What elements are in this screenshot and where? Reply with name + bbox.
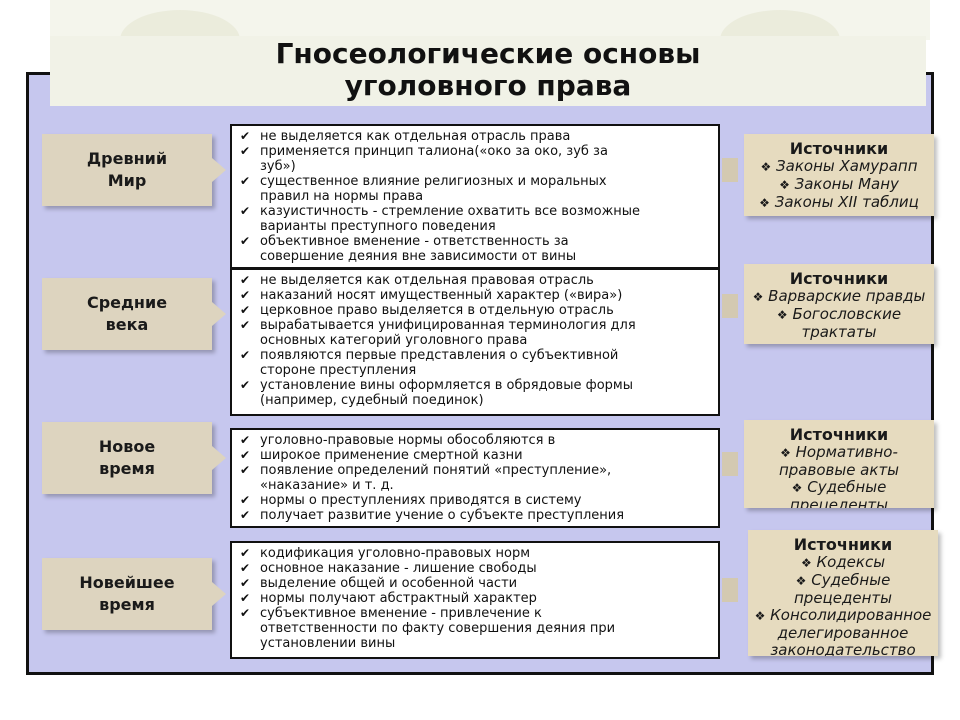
features-box-modern: ✔уголовно-правовые нормы обособляются в … bbox=[230, 428, 720, 528]
diamond-bullet-icon: ❖ bbox=[800, 556, 812, 570]
feature-item: ✔кодификация уголовно-правовых норм bbox=[240, 546, 531, 561]
era-box-middle-ages: Средние века bbox=[42, 278, 226, 350]
feature-item: ✔применяется принцип талиона(«око за око… bbox=[240, 144, 608, 174]
checkmark-icon: ✔ bbox=[240, 204, 251, 218]
checkmark-icon: ✔ bbox=[240, 576, 251, 590]
page-title-line1: Гносеологические основы bbox=[275, 37, 701, 70]
checkmark-icon: ✔ bbox=[240, 606, 251, 620]
checkmark-icon: ✔ bbox=[240, 174, 251, 188]
diamond-bullet-icon: ❖ bbox=[795, 574, 807, 588]
source-item: ❖ Консолидированное делегированное закон… bbox=[754, 606, 932, 657]
feature-item: ✔установление вины оформляется в обрядов… bbox=[240, 378, 633, 408]
era-label: Древний Мир bbox=[86, 149, 168, 190]
diamond-bullet-icon: ❖ bbox=[752, 290, 764, 304]
checkmark-icon: ✔ bbox=[240, 463, 251, 477]
checkmark-icon: ✔ bbox=[240, 303, 251, 317]
sources-title: Источники bbox=[789, 139, 889, 158]
checkmark-icon: ✔ bbox=[240, 234, 251, 248]
sources-title: Источники bbox=[789, 425, 889, 444]
source-item: ❖ Законы Хамурапп bbox=[760, 157, 918, 175]
feature-item: ✔широкое применение смертной казни bbox=[240, 448, 523, 463]
source-item: ❖ Судебные прецеденты bbox=[790, 478, 888, 509]
source-item: ❖ Кодексы bbox=[800, 553, 886, 571]
era-label: Новое время bbox=[98, 437, 156, 478]
checkmark-icon: ✔ bbox=[240, 273, 251, 287]
feature-item: ✔не выделяется как отдельная правовая от… bbox=[240, 273, 594, 288]
sources-title: Источники bbox=[789, 269, 889, 288]
source-item: ❖ Законы XII таблиц bbox=[759, 193, 919, 211]
connector-tab bbox=[722, 578, 738, 602]
checkmark-icon: ✔ bbox=[240, 129, 251, 143]
checkmark-icon: ✔ bbox=[240, 378, 251, 392]
diamond-bullet-icon: ❖ bbox=[776, 308, 788, 322]
checkmark-icon: ✔ bbox=[240, 591, 251, 605]
era-box-ancient: Древний Мир bbox=[42, 134, 226, 206]
feature-item: ✔церковное право выделяется в отдельную … bbox=[240, 303, 614, 318]
era-label: Новейшее время bbox=[79, 573, 175, 614]
checkmark-icon: ✔ bbox=[240, 288, 251, 302]
connector-tab bbox=[722, 452, 738, 476]
diamond-bullet-icon: ❖ bbox=[760, 160, 772, 174]
checkmark-icon: ✔ bbox=[240, 144, 251, 158]
feature-item: ✔появляются первые представления о субъе… bbox=[240, 348, 619, 378]
era-box-modern: Новое время bbox=[42, 422, 226, 494]
feature-item: ✔субъективное вменение - привлечение к о… bbox=[240, 606, 616, 651]
diamond-bullet-icon: ❖ bbox=[754, 609, 766, 623]
era-label: Средние века bbox=[86, 293, 168, 334]
feature-item: ✔казуистичность - стремление охватить вс… bbox=[240, 204, 641, 234]
checkmark-icon: ✔ bbox=[240, 493, 251, 507]
checkmark-icon: ✔ bbox=[240, 318, 251, 332]
sources-title: Источники bbox=[793, 535, 893, 554]
features-box-ancient: ✔не выделяется как отдельная отрасль пра… bbox=[230, 124, 720, 269]
title-box bbox=[50, 36, 926, 106]
sources-box-ancient: Источники ❖ Законы Хамурапп ❖ Законы Ман… bbox=[744, 134, 934, 216]
checkmark-icon: ✔ bbox=[240, 348, 251, 362]
source-item: ❖ Судебные прецеденты bbox=[794, 571, 892, 607]
feature-item: ✔существенное влияние религиозных и мора… bbox=[240, 174, 607, 204]
connector-tab bbox=[722, 158, 738, 182]
feature-item: ✔получает развитие учение о субъекте пре… bbox=[240, 508, 625, 523]
feature-item: ✔нормы получают абстрактный характер bbox=[240, 591, 537, 606]
diamond-bullet-icon: ❖ bbox=[780, 446, 791, 460]
feature-item: ✔появление определений понятий «преступл… bbox=[240, 463, 612, 493]
diamond-bullet-icon: ❖ bbox=[759, 196, 770, 210]
checkmark-icon: ✔ bbox=[240, 433, 251, 447]
sources-box-modern: Источники ❖ Нормативно- правовые акты ❖ … bbox=[744, 420, 934, 508]
checkmark-icon: ✔ bbox=[240, 508, 251, 522]
diamond-bullet-icon: ❖ bbox=[791, 481, 803, 495]
sources-box-contemporary: Источники ❖ Кодексы ❖ Судебные прецедент… bbox=[748, 530, 938, 656]
era-box-contemporary: Новейшее время bbox=[42, 558, 226, 630]
features-box-middle-ages: ✔не выделяется как отдельная правовая от… bbox=[230, 268, 720, 416]
checkmark-icon: ✔ bbox=[240, 448, 251, 462]
feature-item: ✔не выделяется как отдельная отрасль пра… bbox=[240, 129, 571, 144]
source-item: ❖ Нормативно- правовые акты bbox=[778, 443, 900, 479]
feature-item: ✔объективное вменение - ответственность … bbox=[240, 234, 577, 264]
source-item: ❖ Богословские трактаты bbox=[776, 305, 902, 341]
source-item: ❖ Варварские правды bbox=[752, 287, 926, 305]
features-box-contemporary: ✔кодификация уголовно-правовых норм ✔осн… bbox=[230, 541, 720, 659]
connector-tab bbox=[722, 294, 738, 318]
page-title-line2: уголовного права bbox=[344, 69, 632, 102]
feature-item: ✔вырабатывается унифицированная терминол… bbox=[240, 318, 636, 348]
checkmark-icon: ✔ bbox=[240, 546, 251, 560]
sources-box-middle-ages: Источники ❖ Варварские правды ❖ Богослов… bbox=[744, 264, 934, 344]
source-item: ❖ Законы Ману bbox=[779, 175, 899, 193]
feature-item: ✔уголовно-правовые нормы обособляются в bbox=[240, 433, 556, 448]
feature-item: ✔выделение общей и особенной части bbox=[240, 576, 518, 591]
checkmark-icon: ✔ bbox=[240, 561, 251, 575]
feature-item: ✔наказаний носят имущественный характер … bbox=[240, 288, 623, 303]
diamond-bullet-icon: ❖ bbox=[779, 178, 790, 192]
feature-item: ✔нормы о преступлениях приводятся в сист… bbox=[240, 493, 582, 508]
feature-item: ✔основное наказание - лишение свободы bbox=[240, 561, 537, 576]
